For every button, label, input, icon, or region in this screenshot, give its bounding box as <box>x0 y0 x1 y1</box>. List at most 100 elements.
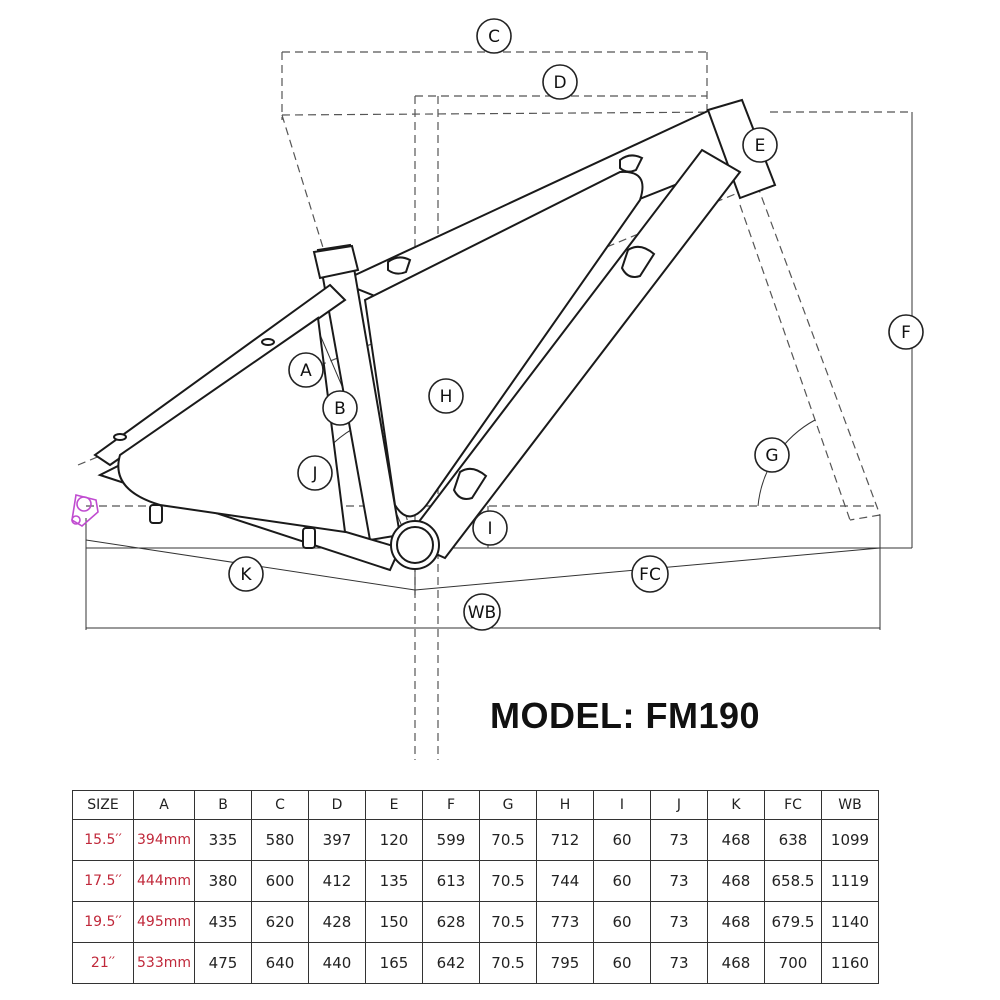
cell-e: 150 <box>365 901 423 943</box>
cell-e: 120 <box>365 819 423 861</box>
frame-outline <box>93 98 777 572</box>
label-k-text: K <box>240 565 252 585</box>
cell-i: 60 <box>593 901 651 943</box>
label-d-text: D <box>553 73 566 93</box>
cell-g: 70.5 <box>479 942 537 984</box>
header-e: E <box>365 790 423 820</box>
frame-geometry-diagram: C D E F G A B H J I K FC WB <box>71 18 924 760</box>
cell-f: 599 <box>422 819 480 861</box>
cell-j: 73 <box>650 901 708 943</box>
cell-c: 600 <box>251 860 309 902</box>
label-h-text: H <box>440 387 453 407</box>
cell-size: 17.5′′ <box>72 860 134 902</box>
header-i: I <box>593 790 651 820</box>
cell-wb: 1099 <box>821 819 879 861</box>
header-wb: WB <box>821 790 879 820</box>
cell-g: 70.5 <box>479 901 537 943</box>
cell-k: 468 <box>707 901 765 943</box>
header-b: B <box>194 790 252 820</box>
cell-b: 475 <box>194 942 252 984</box>
cell-wb: 1140 <box>821 901 879 943</box>
cell-j: 73 <box>650 942 708 984</box>
cell-g: 70.5 <box>479 860 537 902</box>
cell-j: 73 <box>650 860 708 902</box>
cell-size: 15.5′′ <box>72 819 134 861</box>
label-c-text: C <box>488 27 500 47</box>
header-d: D <box>308 790 366 820</box>
cell-fc: 658.5 <box>764 860 822 902</box>
cell-b: 335 <box>194 819 252 861</box>
cell-f: 628 <box>422 901 480 943</box>
cell-size: 19.5′′ <box>72 901 134 943</box>
label-j-text: J <box>311 464 317 484</box>
label-b: B <box>322 390 358 426</box>
cell-j: 73 <box>650 819 708 861</box>
cell-i: 60 <box>593 942 651 984</box>
table-row: 15.5′′ 394mm 335 580 397 120 599 70.5 71… <box>72 819 879 861</box>
label-g: G <box>754 437 790 473</box>
cell-i: 60 <box>593 819 651 861</box>
cell-fc: 638 <box>764 819 822 861</box>
cell-e: 135 <box>365 860 423 902</box>
cell-a: 394mm <box>133 819 195 861</box>
label-wb-text: WB <box>468 603 496 623</box>
header-k: K <box>707 790 765 820</box>
label-f: F <box>888 314 924 350</box>
header-g: G <box>479 790 537 820</box>
cell-h: 795 <box>536 942 594 984</box>
header-f: F <box>422 790 480 820</box>
header-size: SIZE <box>72 790 134 820</box>
cell-h: 773 <box>536 901 594 943</box>
cell-e: 165 <box>365 942 423 984</box>
geometry-table: SIZE A B C D E F G H I J K FC WB 15.5′′ … <box>72 790 879 984</box>
cell-k: 468 <box>707 942 765 984</box>
cell-wb: 1119 <box>821 860 879 902</box>
table-header-row: SIZE A B C D E F G H I J K FC WB <box>72 790 879 820</box>
cell-d: 412 <box>308 860 366 902</box>
model-title: MODEL: FM190 <box>490 695 761 736</box>
label-fc-text: FC <box>639 565 661 585</box>
table-row: 19.5′′ 495mm 435 620 428 150 628 70.5 77… <box>72 901 879 943</box>
label-fc: FC <box>631 555 669 593</box>
cell-d: 440 <box>308 942 366 984</box>
label-h: H <box>428 378 464 414</box>
cell-d: 397 <box>308 819 366 861</box>
cell-k: 468 <box>707 819 765 861</box>
rear-dropout <box>71 494 99 527</box>
cell-size: 21′′ <box>72 942 134 984</box>
header-h: H <box>536 790 594 820</box>
label-g-text: G <box>765 446 778 466</box>
header-j: J <box>650 790 708 820</box>
cell-b: 380 <box>194 860 252 902</box>
cell-h: 744 <box>536 860 594 902</box>
cell-h: 712 <box>536 819 594 861</box>
label-d: D <box>542 64 578 100</box>
header-fc: FC <box>764 790 822 820</box>
label-b-text: B <box>334 399 346 419</box>
label-a: A <box>288 352 324 388</box>
cell-c: 620 <box>251 901 309 943</box>
cell-a: 533mm <box>133 942 195 984</box>
cell-fc: 679.5 <box>764 901 822 943</box>
label-f-text: F <box>901 323 911 343</box>
label-e: E <box>742 127 778 163</box>
cell-g: 70.5 <box>479 819 537 861</box>
cell-i: 60 <box>593 860 651 902</box>
label-c: C <box>476 18 512 54</box>
label-a-text: A <box>300 361 312 381</box>
cell-a: 495mm <box>133 901 195 943</box>
header-a: A <box>133 790 195 820</box>
cell-c: 580 <box>251 819 309 861</box>
label-wb: WB <box>463 593 501 631</box>
label-k: K <box>228 556 264 592</box>
cell-c: 640 <box>251 942 309 984</box>
header-c: C <box>251 790 309 820</box>
cell-k: 468 <box>707 860 765 902</box>
label-i-text: I <box>487 519 492 539</box>
label-j: J <box>297 455 333 491</box>
cell-wb: 1160 <box>821 942 879 984</box>
cell-f: 613 <box>422 860 480 902</box>
table-row: 21′′ 533mm 475 640 440 165 642 70.5 795 … <box>72 942 879 984</box>
label-e-text: E <box>755 136 766 156</box>
cell-fc: 700 <box>764 942 822 984</box>
